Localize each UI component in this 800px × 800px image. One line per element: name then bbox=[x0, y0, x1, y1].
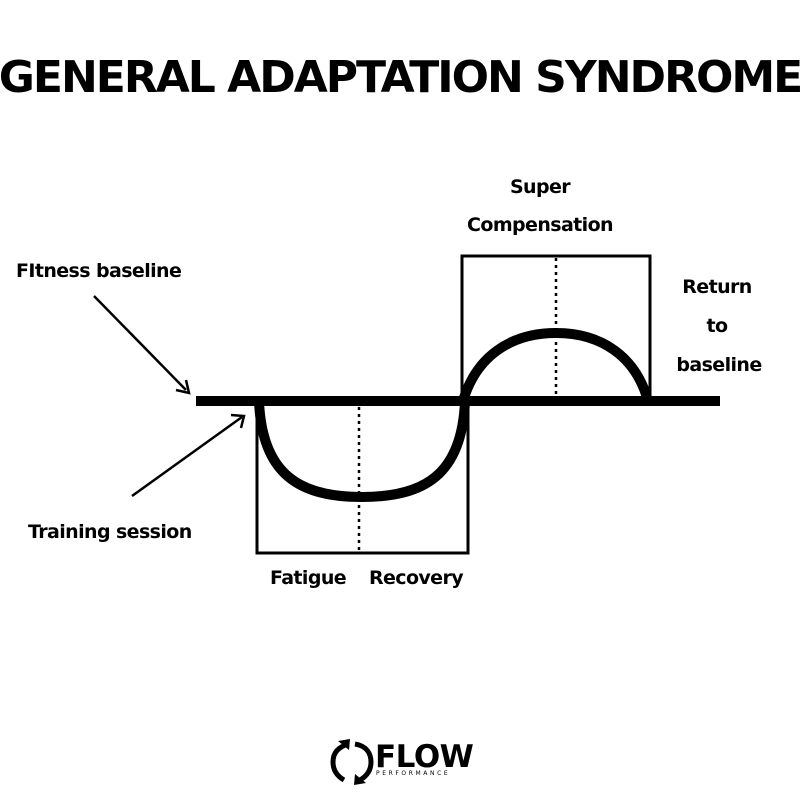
supercompensation-curve bbox=[458, 327, 653, 406]
label-super: Super bbox=[510, 176, 571, 198]
flow-logo-wordmark: FLOW bbox=[375, 739, 474, 775]
label-training-session: Training session bbox=[28, 521, 192, 543]
flow-logo: FLOW PERFORMANCE bbox=[330, 739, 474, 785]
flow-logo-mark-icon bbox=[330, 739, 374, 785]
label-recovery: Recovery bbox=[369, 567, 464, 589]
label-fatigue: Fatigue bbox=[270, 567, 346, 589]
fatigue-recovery-bracket bbox=[255, 401, 470, 555]
label-baseline: baseline bbox=[676, 354, 761, 376]
label-to: to bbox=[707, 315, 728, 337]
diagram-title: GENERAL ADAPTATION SYNDROME bbox=[0, 52, 800, 103]
training-session-arrow bbox=[131, 413, 246, 498]
label-fitness-baseline: FItness baseline bbox=[16, 260, 181, 282]
fatigue-recovery-curve bbox=[254, 396, 470, 503]
flow-logo-tagline: PERFORMANCE bbox=[376, 770, 450, 777]
supercompensation-bracket bbox=[460, 254, 652, 401]
fitness-baseline-arrow bbox=[93, 295, 191, 395]
label-compensation: Compensation bbox=[467, 214, 613, 236]
label-return: Return bbox=[682, 276, 751, 298]
